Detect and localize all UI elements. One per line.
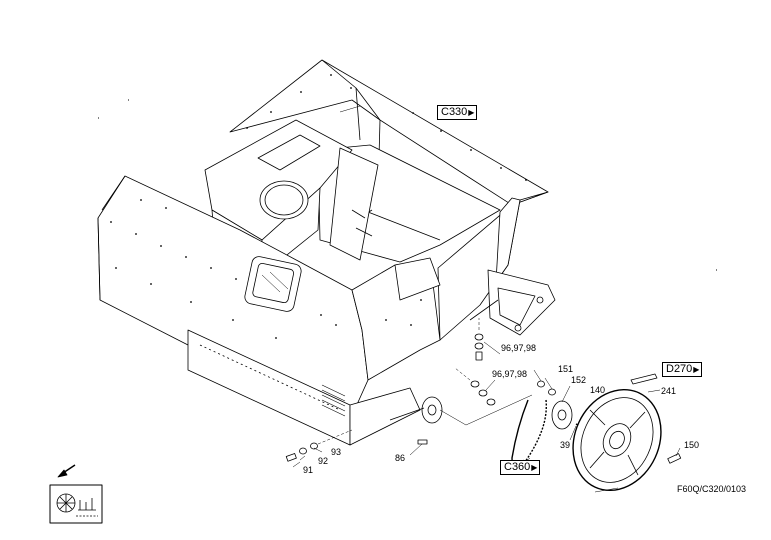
part-number[interactable]: 91 [303, 465, 314, 475]
hardware-96-97-98-upper [474, 333, 484, 361]
pulley-key [630, 373, 658, 385]
part-number[interactable]: 152 [571, 375, 587, 385]
hardware-96-97-98-lower [470, 380, 496, 406]
small-sprocket [551, 400, 573, 430]
mounting-bracket [469, 269, 556, 336]
part-number[interactable]: 150 [684, 440, 700, 450]
part-number[interactable]: 39 [560, 440, 571, 450]
key-part [417, 439, 428, 445]
ref-arrow-icon: ▶ [468, 108, 475, 117]
washer-151 [537, 380, 545, 388]
bolt-150 [667, 453, 682, 464]
machine-symbol-icon [49, 484, 103, 524]
ref-c330-label: C330 [441, 106, 468, 118]
part-number[interactable]: 241 [661, 386, 677, 396]
part-number[interactable]: 140 [590, 385, 606, 395]
part-number[interactable]: 151 [558, 364, 574, 374]
ref-arrow-icon: ▶ [693, 365, 700, 374]
ref-c360-button[interactable]: C360▶ [500, 460, 541, 475]
direction-arrow-icon [57, 464, 76, 478]
grain-tank-body [97, 59, 556, 446]
part-number[interactable]: 96,97,98 [492, 369, 528, 379]
part-number[interactable]: 96,97,98 [501, 343, 537, 353]
drive-chain [511, 399, 547, 468]
large-pulley [572, 388, 662, 492]
washer-152 [548, 388, 556, 396]
ref-d270-button[interactable]: D270▶ [662, 362, 703, 377]
noise-dots [98, 99, 717, 271]
part-number[interactable]: 92 [318, 456, 329, 466]
part-number[interactable]: 86 [395, 453, 406, 463]
callout-lines [292, 105, 681, 493]
drive-hub [389, 396, 443, 424]
leader-lines [317, 318, 480, 445]
part-number[interactable]: 93 [331, 447, 342, 457]
ref-d270-label: D270 [666, 363, 693, 375]
figure-code: F60Q/C320/0103 [677, 484, 747, 494]
ref-arrow-icon: ▶ [531, 463, 538, 472]
hardware-91-92-93 [285, 442, 318, 462]
ref-c360-label: C360 [504, 461, 531, 473]
ref-c330-button[interactable]: C330▶ [437, 105, 478, 120]
